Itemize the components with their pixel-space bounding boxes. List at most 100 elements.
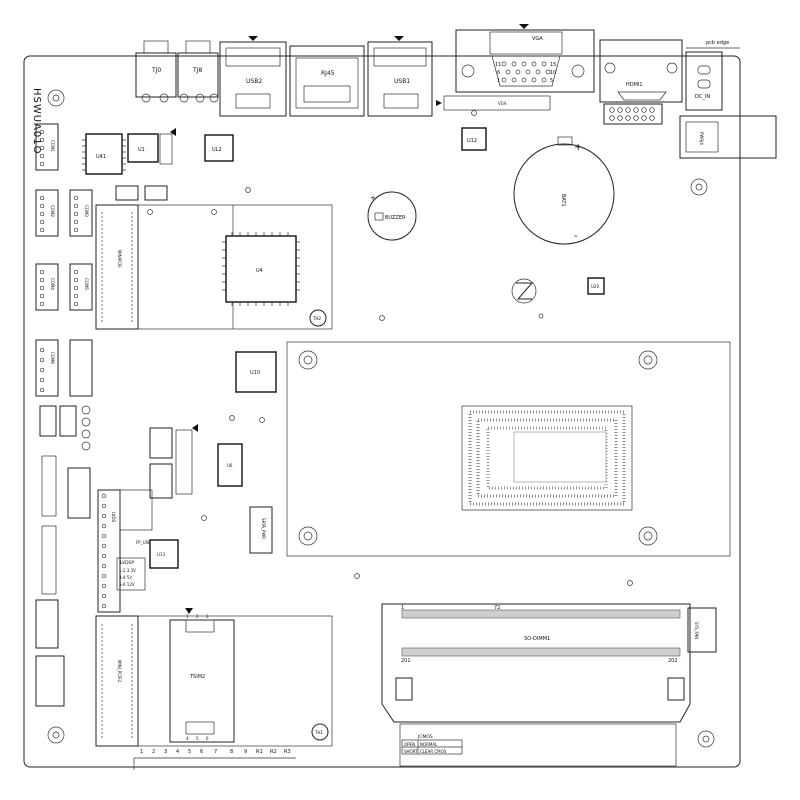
jcmos-label: JCMOS	[417, 734, 433, 740]
rj45-label: RJ45	[321, 70, 335, 77]
gpio-pin-7: 7	[214, 749, 217, 755]
gpio-pin-3: 3	[164, 749, 167, 755]
sys-fan-connector: SYS_FAN	[687, 607, 717, 653]
audio-jack-tj0: TJ0	[135, 40, 177, 103]
jcmos-short: SHORT	[404, 749, 418, 754]
tsim-pin-4: 4	[186, 736, 189, 741]
vga-pin-15: 15	[550, 62, 556, 68]
usb1-connector: USB1	[367, 36, 433, 117]
tj8-label: TJ8	[192, 67, 202, 74]
tsim-pin-2: 2	[196, 614, 199, 619]
vga-pin-11: 11	[495, 62, 501, 68]
u13-label: U13	[157, 552, 165, 557]
dc-in-label: DC_IN	[695, 94, 710, 100]
ic-u4: U4	[222, 232, 300, 306]
sodimm-pin-201: 201	[401, 658, 411, 664]
rj45-connector: RJ45	[289, 45, 365, 117]
lvdsp-row-2: 3-4 5V	[119, 575, 132, 580]
u10-label: U10	[250, 370, 260, 376]
minipcie-label: MINIPCIE	[117, 250, 122, 268]
fp-usb-label: FP_USB	[136, 540, 151, 545]
lvds-label: LVDS	[111, 512, 116, 523]
lvds-header: LVDS	[97, 489, 121, 613]
tsim-pin-3: 3	[206, 614, 209, 619]
so-dimm-slot: 1 72 201 202 SO-DIMM1	[381, 603, 691, 767]
sodimm-pin-1: 1	[401, 605, 404, 611]
jcmos-open: OPEN	[404, 742, 415, 747]
gpio-pin-2: 2	[152, 749, 155, 755]
thermistor-th1: TH1	[311, 723, 329, 741]
com1-label: COM1	[50, 140, 55, 152]
com-port-4: COM4	[35, 263, 59, 311]
tsim2-label: TSIM2	[189, 674, 205, 680]
com-port-6: COM6	[35, 339, 59, 397]
sodimm-label: SO-DIMM1	[524, 636, 550, 642]
gpio-pin-r3: R3	[284, 749, 291, 755]
com5-label: COM5	[84, 278, 89, 290]
tsim-pin-5: 5	[196, 736, 199, 741]
sodimm-pin-202: 202	[668, 658, 678, 664]
mid-headers	[149, 424, 198, 499]
left-lower-headers	[35, 405, 91, 707]
u20-label: U20	[591, 284, 599, 289]
bat1-label: BAT1	[560, 194, 566, 207]
jcmos-normal: NORMAL	[420, 742, 438, 747]
mini-pcie2-label: MINI_PCIE2	[117, 660, 122, 683]
u1-label: U1	[138, 147, 145, 153]
tsim-pin-1: 1	[186, 614, 189, 619]
vga-pin-1: 1	[497, 78, 500, 84]
ic-u10: U10	[235, 351, 277, 393]
ic-u41: U41	[82, 133, 126, 175]
gpio-pin-5: 5	[188, 749, 191, 755]
ic-ul2: UL2	[204, 134, 234, 162]
sodimm-pin-72: 72	[494, 605, 500, 611]
vga-connector: 11 6 1 15 10 5 VGA	[455, 24, 595, 93]
test-points	[147, 110, 633, 586]
gpio-pin-9: 9	[244, 749, 247, 755]
ic-u6: U6	[217, 443, 243, 487]
ic-u20: U20	[587, 277, 605, 295]
ul2-label: UL2	[212, 147, 222, 153]
cpu-bga-area	[286, 341, 731, 557]
svg-text:-: -	[574, 231, 578, 242]
sys-fan-label: SYS_FAN	[694, 622, 699, 639]
vga-pin-grid	[501, 61, 551, 83]
ic-u1: U1	[127, 128, 176, 165]
vga-label: VGA	[532, 36, 543, 42]
svg-text:+: +	[574, 142, 582, 153]
u41-label: U41	[96, 154, 106, 160]
battery-bat1: + - BAT1	[513, 136, 615, 245]
com6-label: COM6	[50, 352, 55, 364]
vga-pin-10: 10	[550, 70, 556, 76]
buzzer: + BUZZER	[367, 191, 417, 241]
gpio-pin-6: 6	[200, 749, 203, 755]
th1-label: TH1	[314, 730, 323, 735]
com-ports-column: COM1 COM2 COM3 COM4 COM5 COM6	[35, 123, 93, 397]
pwr-jack-label: PWRJ4	[699, 132, 704, 145]
hdmi-label: HDMI1	[626, 82, 643, 88]
hdmi-connector: HDMI1	[599, 39, 683, 125]
ic-u12: U12	[461, 127, 487, 151]
jcmos-clear: CLEAR CMOS	[420, 749, 447, 754]
u6-label: U6	[227, 463, 233, 468]
gpio-pin-r2: R2	[270, 749, 277, 755]
th2-label: TH2	[312, 316, 321, 321]
com2-label: COM2	[50, 205, 55, 217]
vga-header-label: VGA	[498, 101, 507, 106]
board-model-mark: HSWUA01O	[31, 88, 42, 155]
power-jack: PWRJ4	[679, 115, 777, 159]
com-port-3: COM3	[69, 189, 93, 237]
sata-pwr-connector: SATA_PWR	[249, 506, 273, 554]
gpio-header-bottom: 1 2 3 4 5 6 7 8 9 R1 R2 R3	[133, 749, 296, 770]
com4-label: COM4	[50, 278, 55, 290]
jcmos-table: JCMOS OPEN NORMAL SHORT CLEAR CMOS	[401, 734, 463, 755]
gpio-pin-1: 1	[140, 749, 143, 755]
gpio-pin-4: 4	[176, 749, 179, 755]
fp-usb-header: FP_USB	[119, 489, 153, 545]
thermistor-th2: TH2	[309, 309, 327, 327]
buzzer-label: BUZZER	[385, 215, 406, 221]
com-port-2: COM2	[35, 189, 59, 237]
com-port-1: COM1	[35, 123, 59, 171]
pcb-outline	[23, 55, 741, 768]
